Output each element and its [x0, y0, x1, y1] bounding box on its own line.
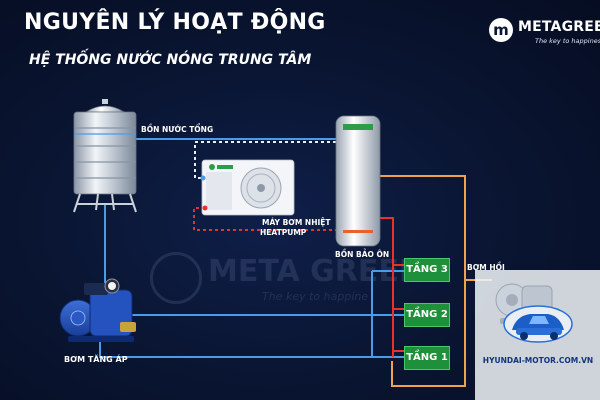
label-water-tank: BỒN NƯỚC TỔNG — [141, 125, 214, 134]
label-storage-tank: BỒN BẢO ÔN — [335, 250, 390, 259]
pump-top-box — [84, 283, 108, 295]
pump-base — [68, 336, 134, 342]
pipe-heatpump-hot-out — [193, 207, 336, 231]
floor-2: TẦNG 2 — [404, 303, 450, 327]
pump-gauge-face — [108, 282, 116, 290]
heatpump-fan-ring — [246, 173, 276, 203]
label-heat-pump: MÁY BƠM NHIỆT — [262, 218, 331, 227]
cold-water-pipes — [99, 138, 404, 358]
label-heat-pump-model: HEATPUMP — [260, 228, 307, 237]
tank-stand — [73, 193, 137, 213]
pipe-heatpump-cold-in — [194, 141, 336, 179]
car-logo-icon — [503, 305, 573, 343]
overlay-site-text: HYUNDAI-MOTOR.COM.VN — [482, 356, 594, 365]
heatpump-brand-label — [217, 165, 233, 169]
storage-tank — [335, 115, 381, 247]
heatpump-valve-top — [200, 175, 206, 181]
pump-brass-fitting — [120, 322, 136, 332]
brand-slogan: The key to happiness — [535, 37, 600, 45]
pipe-storage-hot-out — [380, 217, 394, 357]
storage-logo — [343, 124, 373, 130]
heatpump-brand-dot — [209, 164, 215, 170]
label-return-pump: BƠM HỒI — [467, 263, 505, 272]
heat-pump-unit — [200, 159, 295, 216]
pipe-return-loop — [380, 175, 466, 387]
heat-pump-loop — [193, 141, 336, 231]
tank-cap — [102, 99, 108, 104]
floor-1: TẦNG 1 — [404, 346, 450, 370]
page-title: NGUYÊN LÝ HOẠT ĐỘNG — [24, 10, 326, 35]
brand-mark-icon: m — [489, 18, 513, 42]
booster-pump — [59, 278, 136, 342]
heatpump-fan-hub — [257, 184, 265, 192]
storage-body — [335, 115, 381, 247]
hot-water-pipes — [380, 217, 404, 357]
heatpump-panel — [206, 172, 232, 210]
watermark-mark — [150, 252, 202, 304]
floor-3: TẦNG 3 — [404, 258, 450, 282]
heatpump-valve-bottom — [202, 205, 208, 211]
storage-heat-strip — [343, 230, 373, 233]
pump-motor-hub — [70, 310, 86, 326]
pipe-pump-to-floor1 — [99, 338, 404, 358]
main-water-tank — [73, 99, 137, 213]
label-booster-pump: BƠM TĂNG ÁP — [64, 355, 128, 364]
tank-rings — [74, 127, 136, 179]
tank-body — [73, 111, 137, 195]
page-subtitle: HỆ THỐNG NƯỚC NÓNG TRUNG TÂM — [29, 52, 312, 68]
watermark-slogan: The key to happine — [262, 290, 369, 303]
